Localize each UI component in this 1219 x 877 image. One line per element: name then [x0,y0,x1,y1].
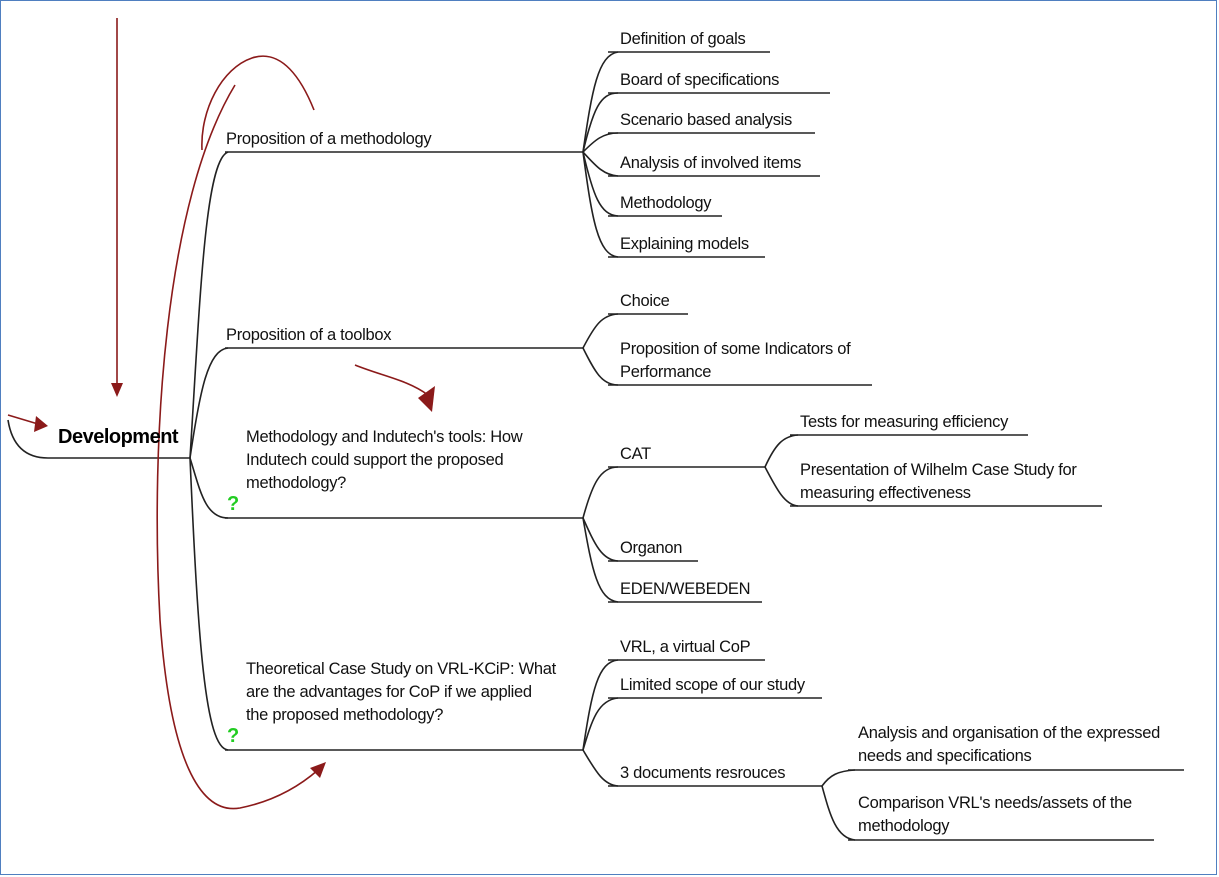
leaf-documents-resources: 3 documents resrouces [620,764,786,782]
connector-wilhelm [764,466,799,507]
leaf-scenario-based-analysis: Scenario based analysis [620,111,792,129]
root-node-development: Development [58,426,179,448]
connector-scenario [582,132,619,153]
arrow-toolbox-down [354,364,429,396]
question-marker: ? [227,725,240,747]
leaf-vrl-virtual-cop: VRL, a virtual CoP [620,638,751,656]
connector-tests [764,434,799,468]
leaf-choice: Choice [620,292,670,310]
leaf-comparison-vrl: Comparison VRL's needs/assets of the met… [858,794,1132,835]
connector-documents [582,749,619,787]
leaf-board-of-specifications: Board of specifications [620,71,780,89]
arrowhead-long-curve [310,762,326,778]
connector-indicators [582,347,619,386]
connector-comparison [821,785,856,841]
connector-explaining [582,151,619,258]
connector-choice [582,313,619,349]
arrowhead-top-down [111,383,123,397]
connector-branch-1 [189,151,229,459]
arrow-long-curve [156,84,319,810]
branch-theoretical-case-study: Theoretical Case Study on VRL-KCiP: What… [246,660,556,724]
connector-eden [582,517,619,603]
arrow-curve-top [201,55,315,151]
arrowhead-toolbox [418,386,435,412]
leaf-methodology: Methodology [620,194,712,212]
leaf-indicators-of-performance: Proposition of some Indicators of Perfor… [620,340,851,381]
leaf-analysis-of-involved-items: Analysis of involved items [620,154,802,172]
connector-goals [582,51,619,153]
connector-limited [582,697,619,751]
arrow-left-in [7,414,39,425]
branch-methodology: Proposition of a methodology [226,130,432,148]
connector-vrl [582,659,619,751]
connector-organon [582,517,619,562]
connector-branch-4 [189,457,229,751]
connector-methodology [582,151,619,217]
question-marker: ? [227,493,240,515]
root-underline [7,419,190,459]
leaf-analysis-organisation: Analysis and organisation of the express… [858,724,1161,765]
leaf-organon: Organon [620,539,683,557]
connector-cat [582,466,619,519]
leaf-limited-scope: Limited scope of our study [620,676,805,694]
connector-branch-2 [189,347,229,459]
leaf-eden-webeden: EDEN/WEBEDEN [620,580,751,598]
arrowhead-left-in [34,416,48,432]
leaf-cat: CAT [620,445,651,463]
branch-indutech-tools: Methodology and Indutech's tools: How In… [246,428,523,492]
leaf-explaining-models: Explaining models [620,235,749,253]
leaf-definition-of-goals: Definition of goals [620,30,746,48]
connector-analysis-org [821,769,856,787]
branch-toolbox: Proposition of a toolbox [226,326,392,344]
connector-branch-3 [189,457,229,519]
leaf-wilhelm-case-study: Presentation of Wilhelm Case Study for m… [800,461,1077,502]
leaf-tests-for-measuring-efficiency: Tests for measuring efficiency [800,413,1009,431]
